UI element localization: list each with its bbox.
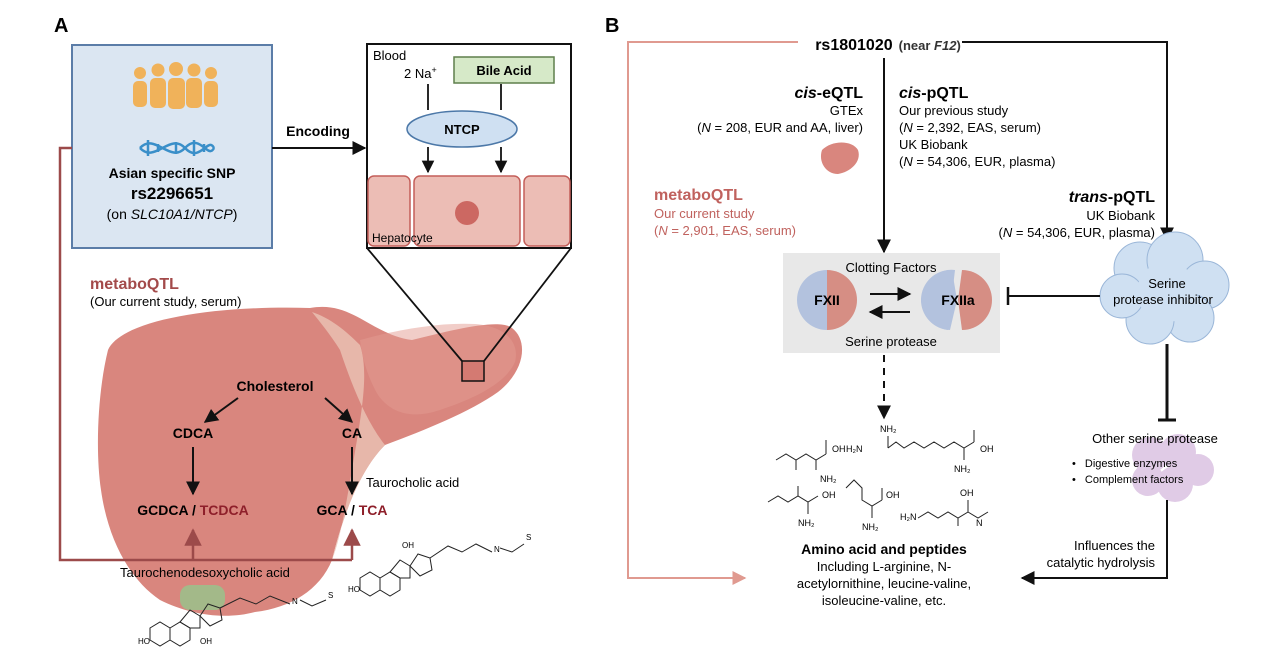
zoom-line-left	[366, 247, 463, 362]
tcdca-oh: OH	[200, 637, 212, 646]
amino-line-3: isoleucine-valine, etc.	[822, 593, 946, 608]
bullet-1: • Digestive enzymes	[1072, 458, 1178, 470]
tca-n: N	[494, 545, 500, 554]
amino-line-2: acetylornithine, leucine-valine,	[797, 576, 971, 591]
bullet-2: • Complement factors	[1072, 474, 1184, 486]
other-protease-cloud	[1132, 434, 1214, 502]
hepatocyte-cell-left	[367, 175, 411, 247]
tca-ho: HO	[348, 585, 360, 594]
fxii-half-red	[827, 270, 857, 330]
fxii-half-blue	[797, 270, 827, 330]
inhibitor-line1: Serine	[1148, 276, 1186, 291]
fxiia-part-blue-2	[920, 269, 957, 330]
ntcp-label: NTCP	[444, 122, 480, 137]
fxiia-part-red	[958, 270, 992, 330]
arg-nh: NH₂	[880, 424, 897, 434]
ile-oh: OH	[822, 490, 836, 500]
clotting-factors-label: Clotting Factors	[845, 260, 937, 275]
tca-s: S	[526, 533, 531, 542]
dna-icon	[139, 140, 216, 156]
panel-b-label: B	[605, 15, 619, 37]
inhibitor-line2: protease inhibitor	[1113, 292, 1213, 307]
metaboqtl-a-path	[58, 146, 352, 562]
gcdca-tcdca-label: GCDCA / TCDCA	[137, 502, 248, 518]
tcdca-n: N	[292, 597, 298, 606]
tcdca-s: S	[328, 591, 333, 600]
amino-line-1: Including L-arginine, N-	[817, 559, 951, 574]
hepatocyte-label: Hepatocyte	[372, 231, 433, 245]
liver-illustration	[97, 306, 523, 616]
tcdca-structure	[149, 595, 327, 647]
serine-protease-inhibitor-cloud	[1099, 231, 1230, 345]
metaboqtl-b-line1: Our current study	[654, 206, 755, 221]
trans-pqtl-path	[962, 41, 1174, 242]
cis-pqtl-line1: Our previous study	[899, 103, 1009, 118]
gca-tca-label: GCA / TCA	[316, 502, 387, 518]
amino-acid-structures	[767, 430, 989, 526]
tcdca-ho: HO	[138, 637, 150, 646]
val-oh: OH	[886, 490, 900, 500]
trans-pqtl-title: trans-pQTL	[1069, 189, 1155, 206]
ca-label: CA	[342, 425, 362, 441]
people-icon	[133, 62, 218, 109]
arg-h2n: H₂N	[846, 444, 863, 454]
panel-a-label: A	[54, 15, 68, 37]
blood-label: Blood	[373, 48, 406, 63]
bile-acid-box	[453, 56, 555, 84]
arrow-cholesterol-cdca	[203, 397, 239, 423]
zoom-square	[461, 360, 485, 382]
orn-n: N	[976, 518, 983, 528]
trans-pqtl-line1: UK Biobank	[1086, 208, 1155, 223]
other-protease-title: Other serine protease	[1092, 431, 1218, 446]
cis-eqtl-title: cis-eQTL	[795, 85, 864, 102]
liver-icon	[820, 142, 859, 174]
cis-eqtl-line2: (N = 208, EUR and AA, liver)	[697, 120, 863, 135]
taurochenodeoxy-label: Taurochenodesoxycholic acid	[120, 565, 290, 580]
trans-pqtl-line2: (N = 54,306, EUR, plasma)	[999, 225, 1155, 240]
influences-line1: Influences the	[1074, 538, 1155, 553]
snp-title: Asian specific SNP	[109, 165, 236, 181]
bile-acid-label: Bile Acid	[476, 63, 531, 78]
cis-pqtl-line3: UK Biobank	[899, 137, 968, 152]
cdca-label: CDCA	[173, 425, 213, 441]
tca-structure	[359, 543, 525, 597]
cis-pqtl-line2: (N = 2,392, EAS, serum)	[899, 120, 1041, 135]
snp-gene: (on SLC10A1/NTCP)	[107, 206, 238, 222]
leu-nh2: NH₂	[820, 474, 837, 484]
amino-title: Amino acid and peptides	[801, 541, 967, 557]
tca-oh: OH	[402, 541, 414, 550]
hydrolysis-arrow	[1020, 500, 1168, 585]
cis-eqtl-line1: GTEx	[830, 103, 864, 118]
hepatocyte-nucleus	[455, 201, 479, 225]
metaboqtl-b-line2: (N = 2,901, EAS, serum)	[654, 223, 796, 238]
sodium-label: 2 Na+	[404, 65, 437, 81]
orn-oh: OH	[960, 488, 974, 498]
metaboqtl-b-path	[627, 41, 798, 585]
influences-line2: catalytic hydrolysis	[1047, 555, 1156, 570]
metaboqtl-b-title: metaboQTL	[654, 187, 743, 204]
zoom-line-right	[483, 247, 572, 362]
arg-oh: OH	[980, 444, 994, 454]
metaboqtl-a-subtitle: (Our current study, serum)	[90, 294, 241, 309]
cis-pqtl-line4: (N = 54,306, EUR, plasma)	[899, 154, 1055, 169]
ntcp-transporter	[406, 110, 518, 148]
arrow-cholesterol-ca	[324, 397, 354, 423]
serine-protease-label: Serine protease	[845, 334, 937, 349]
taurocholic-label: Taurocholic acid	[366, 475, 459, 490]
arg-nh2: NH₂	[954, 464, 971, 474]
leu-oh: OH	[832, 444, 846, 454]
fxii-label: FXII	[814, 292, 840, 308]
encoding-label: Encoding	[286, 123, 350, 139]
rs1801020-label: rs1801020(near F12)	[815, 37, 961, 54]
orn-h2n: H₂N	[900, 512, 917, 522]
cis-pqtl-title: cis-pQTL	[899, 85, 969, 102]
hepatocyte-cell-right	[523, 175, 571, 247]
cholesterol-label: Cholesterol	[236, 378, 313, 394]
snp-rsid: rs2296651	[131, 184, 213, 203]
fxiia-label: FXIIa	[941, 292, 975, 308]
val-nh2: NH₂	[862, 522, 879, 532]
metaboqtl-a-title: metaboQTL	[90, 276, 179, 293]
ile-nh2: NH₂	[798, 518, 815, 528]
